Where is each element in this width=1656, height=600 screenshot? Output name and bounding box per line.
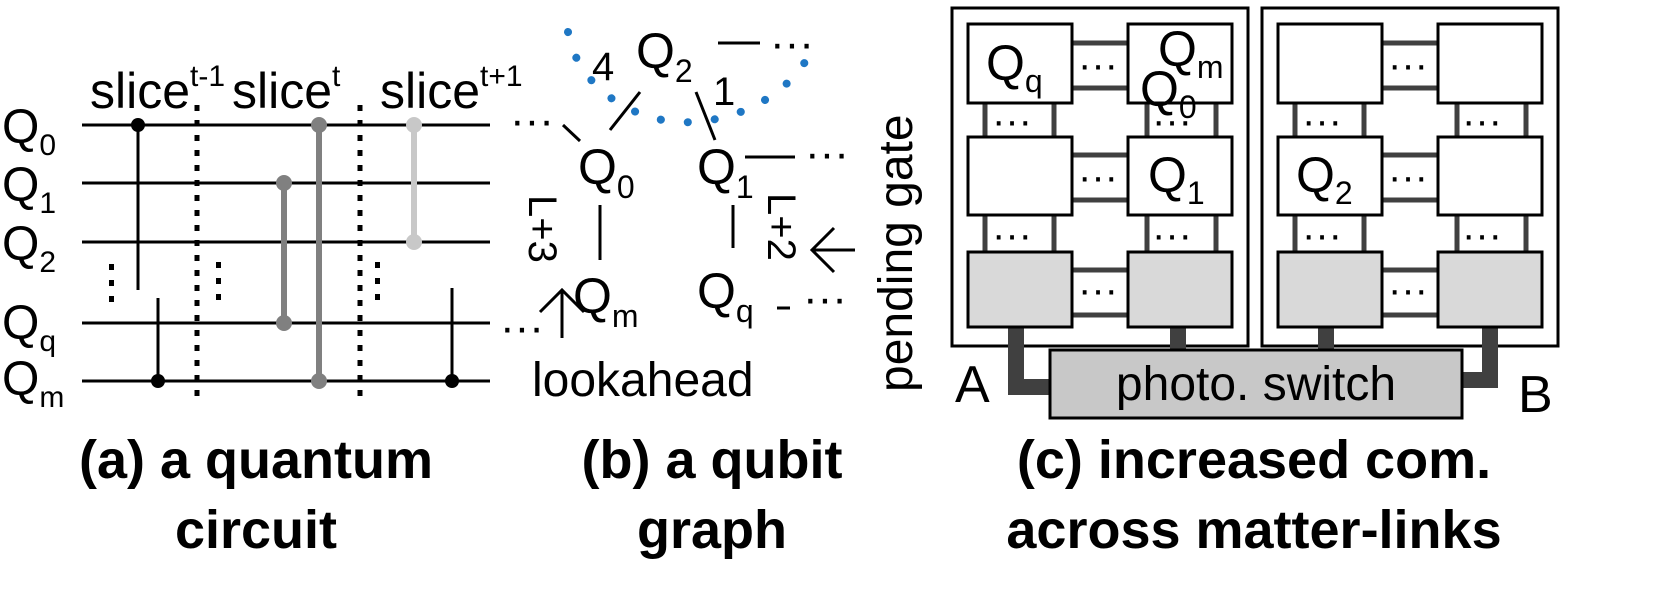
caption-b-line2: graph [637,500,787,560]
gate-q0-qm-slice-t [311,117,327,389]
node-q0: Q0 [578,139,635,205]
chip-label-q0: Q0 [1140,61,1197,125]
node-qq: Qq [697,263,754,329]
chip-b-label: B [1518,366,1553,424]
chip-b-qubit-box-r1c1 [1276,22,1384,105]
chip-b-comm-box-r3c1 [1276,250,1384,329]
chip-b-qubit-box-r2c2 [1436,135,1544,217]
arrow-lookahead [538,287,586,338]
svg-text:···: ··· [1152,213,1192,257]
svg-text:···: ··· [1078,268,1118,312]
node-q2: Q2 [636,23,693,89]
slice-label-t-1: slicet-1 [90,60,225,119]
qubit-label-qq: Qq [2,297,56,358]
chip-ellipses: ··· ··· ··· ··· ··· ··· ··· ··· ··· ··· … [992,43,1502,312]
svg-text:···: ··· [1302,99,1342,143]
caption-c-line1: (c) increased com. [1017,430,1491,490]
qubit-label-q2: Q2 [2,218,56,279]
svg-text:···: ··· [1302,213,1342,257]
edge-q0-left [561,123,582,143]
caption-a-line2: circuit [175,500,337,560]
chip-a-label: A [955,356,990,414]
edge-weight-1: 1 [713,70,735,114]
node-q1: Q1 [697,139,754,205]
chip-b-qubit-box-r2c1 [1276,135,1384,217]
caption-c-line2: across matter-links [1006,500,1501,560]
chip-a-qubit-box-r1c2 [1126,22,1234,105]
chip-a-qubit-box-r1c1 [966,22,1074,105]
chip-b-links [1292,40,1529,318]
svg-text:···: ··· [992,213,1032,257]
qubit-ellipsis [109,264,114,302]
chip-a-qubit-box-r2c2 [1126,135,1234,217]
panel-c-hardware: photo. switch A B [950,6,1560,560]
arrow-pending-gate [809,226,855,274]
svg-text:···: ··· [1388,268,1428,312]
svg-text:···: ··· [1388,155,1428,199]
gate-q0-q2-slice-t+1 [406,117,422,250]
svg-text:···: ··· [1462,213,1502,257]
chip-label-qq: Qq [986,35,1043,99]
edge-q2-q1 [694,91,717,141]
chip-label-q1: Q1 [1148,147,1205,211]
chip-a-comm-box-r3c1 [966,250,1074,329]
svg-text:···: ··· [992,99,1032,143]
lookahead-right-label: L+2 [759,193,803,261]
svg-text:···: ··· [1462,99,1502,143]
edge-weight-4: 4 [592,45,614,89]
gate-qm-slice-t+1 [445,288,459,388]
ellipsis-q2: ··· [770,19,814,68]
photonic-switch [1048,348,1464,420]
ellipsis-q0: ··· [510,96,554,145]
panel-a-circuit: Q0 Q1 Q2 Qq Qm slicet-1 slicet slicet+1 [2,60,523,560]
lookahead-label: lookahead [532,354,754,407]
chip-a-links [982,40,1219,318]
gate-qm-slice-t-1 [151,298,165,388]
link-a-to-switch [1008,322,1050,395]
ellipsis-qq: ··· [803,274,847,323]
ellipsis-q1: ··· [805,129,849,178]
ellipsis-circuit: ··· [500,303,544,352]
svg-text:···: ··· [1078,43,1118,87]
panel-b-qubit-graph: ··· ··· ··· ··· ··· Q2 Q0 Q1 Qm Qq 4 1 L… [500,19,923,560]
caption-a-line1: (a) a quantum [79,430,433,490]
slice-ellipsis [216,262,380,300]
gate-q0-q-slice-t-1 [131,118,145,290]
edge-q2-q0 [608,91,642,131]
node-qm: Qm [573,268,639,334]
slice-label-t: slicet [232,60,341,119]
chip-b-comm-box-r3c2 [1436,250,1544,329]
chip-label-qm: Qm [1158,21,1224,85]
svg-text:···: ··· [1388,43,1428,87]
pending-gate-label: pending gate [870,114,923,392]
qubit-label-q0: Q0 [2,101,56,162]
slice-label-t+1: slicet+1 [380,60,523,119]
lookahead-left-label: L+3 [520,195,564,263]
svg-text:···: ··· [1078,155,1118,199]
link-b-to-switch [1462,322,1498,388]
svg-text:···: ··· [1152,99,1192,143]
chip-b-qubit-box-r1c2 [1436,22,1544,105]
switch-label: photo. switch [1116,358,1396,411]
qubit-label-qm: Qm [2,353,64,414]
qubit-label-q1: Q1 [2,159,56,220]
gate-q1-qq-slice-t [276,175,292,331]
chip-a-qubit-box-r2c1 [966,135,1074,217]
caption-b-line1: (b) a qubit [582,430,843,490]
chip-label-q2: Q2 [1296,147,1353,211]
chip-a-comm-box-r3c2 [1126,250,1234,329]
